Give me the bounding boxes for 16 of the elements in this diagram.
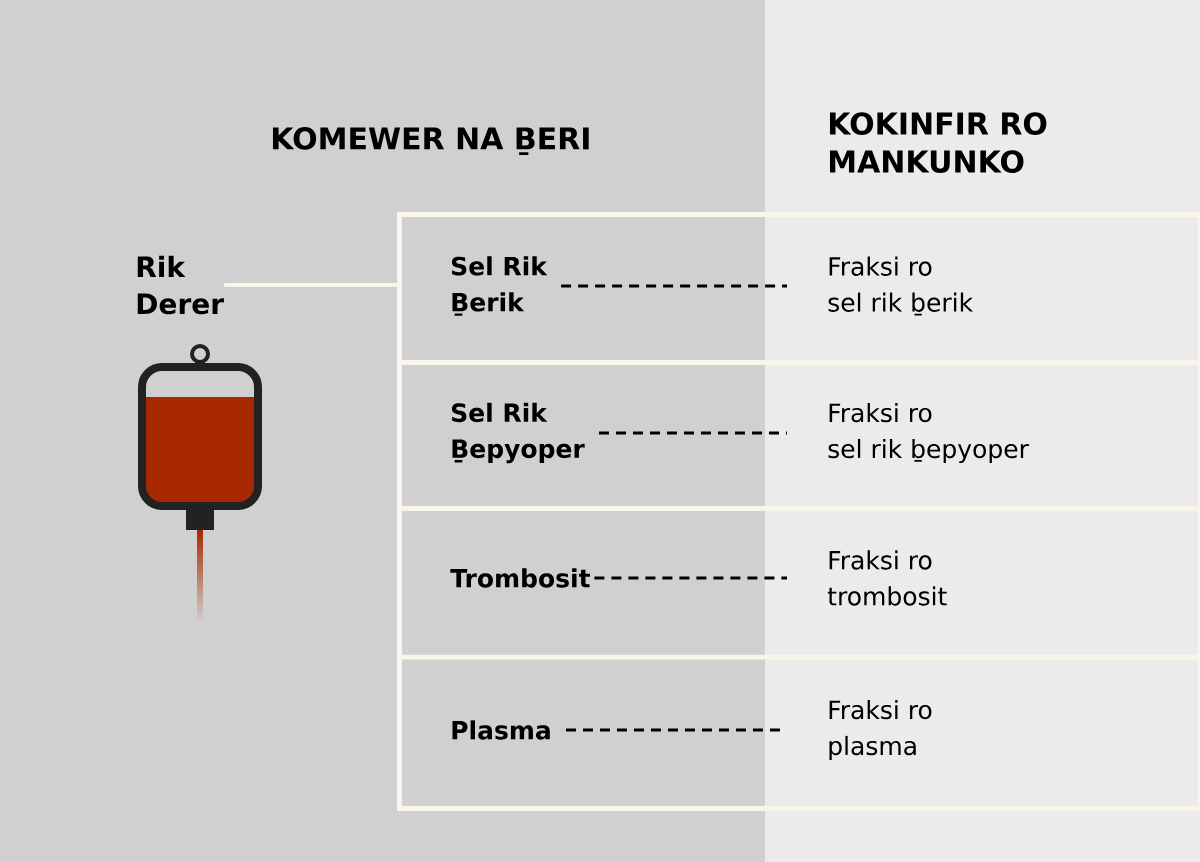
dashed-connector [594,576,787,580]
fraction-label: Fraksi ro sel rik ḇerik [828,256,973,316]
component-label: Sel Rik Ḇepyoper [452,402,585,464]
component-label: Plasma [452,720,550,740]
source-label: Rik Derer [137,255,224,315]
connector-line [224,283,397,287]
fraction-label: Fraksi ro plasma [829,699,932,761]
dashed-connector [561,284,787,288]
column-heading: KOKINFIR RO MANKUNKO [829,112,1047,173]
table-frame [397,212,1200,811]
column-heading: KOMEWER NA ḆERI [272,127,589,155]
component-label: Trombosit [450,568,590,588]
fraction-label: Fraksi ro trombosit [827,550,947,606]
component-label: Sel Rik Ḇerik [452,256,548,316]
fraction-label: Fraksi ro sel rik ḇepyoper [828,402,1029,464]
dashed-connector [598,431,787,435]
